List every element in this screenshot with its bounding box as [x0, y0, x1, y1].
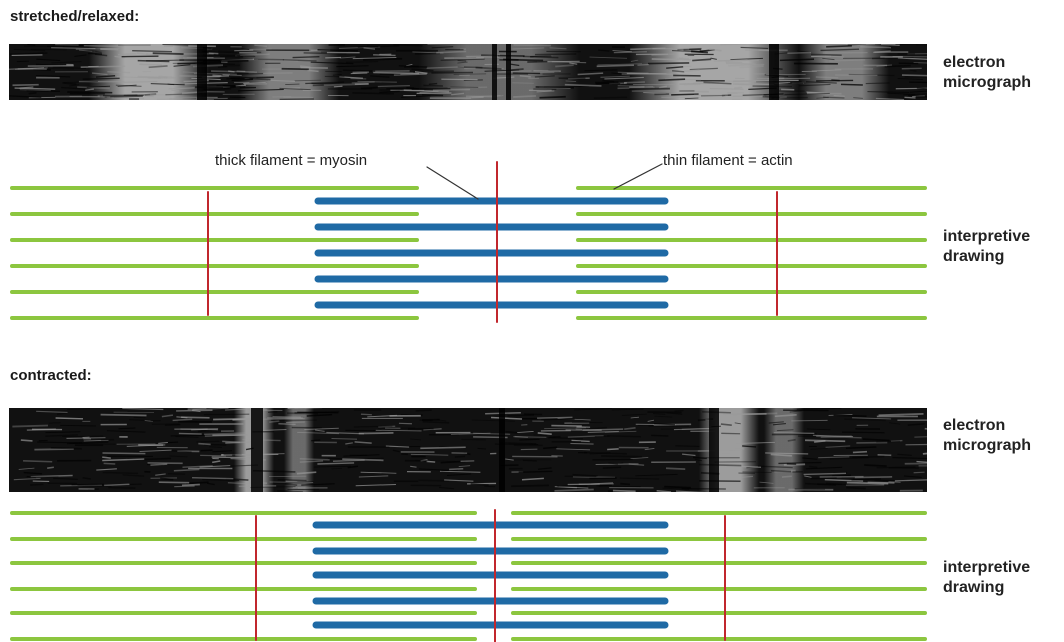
contracted-micrograph-label: electron micrograph — [943, 416, 1031, 456]
micrograph-light-band — [89, 44, 209, 100]
thick-filament-callout: thick filament = myosin — [215, 152, 368, 169]
contracted-interpretive-drawing — [10, 509, 927, 642]
micrograph-dark-line — [709, 408, 719, 492]
relaxed-drawing-label-line1: interpretive — [943, 228, 1031, 245]
micrograph-dark-line — [492, 44, 497, 100]
micrograph-dark-line — [506, 44, 511, 100]
micrograph-dark-line — [197, 44, 207, 100]
contracted-micrograph-label-line2: micrograph — [943, 437, 1032, 454]
relaxed-micrograph-label: electron micrograph — [943, 53, 1031, 93]
contracted-drawing-label: interpretive drawing — [943, 558, 1030, 598]
micrograph-light-band — [764, 408, 804, 492]
relaxed-interpretive-drawing — [10, 161, 927, 323]
contracted-electron-micrograph — [9, 408, 927, 492]
thin-filament-leader-line — [613, 163, 663, 190]
relaxed-drawing-label-line2: drawing — [943, 248, 1005, 265]
micrograph-dark-line — [769, 44, 779, 100]
micrograph-dark-line — [251, 408, 263, 492]
contracted-micrograph-label-line1: electron — [943, 417, 1006, 434]
thick-filament-leader-line — [426, 166, 479, 200]
thin-filament-callout: thin filament = actin — [663, 152, 793, 169]
micrograph-dark-line — [499, 408, 505, 492]
micrograph-light-band — [799, 44, 889, 100]
contracted-heading: contracted: — [10, 367, 92, 384]
relaxed-micrograph-label-line2: micrograph — [943, 74, 1032, 91]
contracted-drawing-label-line2: drawing — [943, 579, 1005, 596]
relaxed-micrograph-label-line1: electron — [943, 54, 1006, 71]
relaxed-electron-micrograph — [9, 44, 927, 100]
relaxed-drawing-label: interpretive drawing — [943, 227, 1030, 267]
contracted-drawing-label-line1: interpretive — [943, 559, 1031, 576]
relaxed-heading: stretched/relaxed: — [10, 8, 140, 25]
